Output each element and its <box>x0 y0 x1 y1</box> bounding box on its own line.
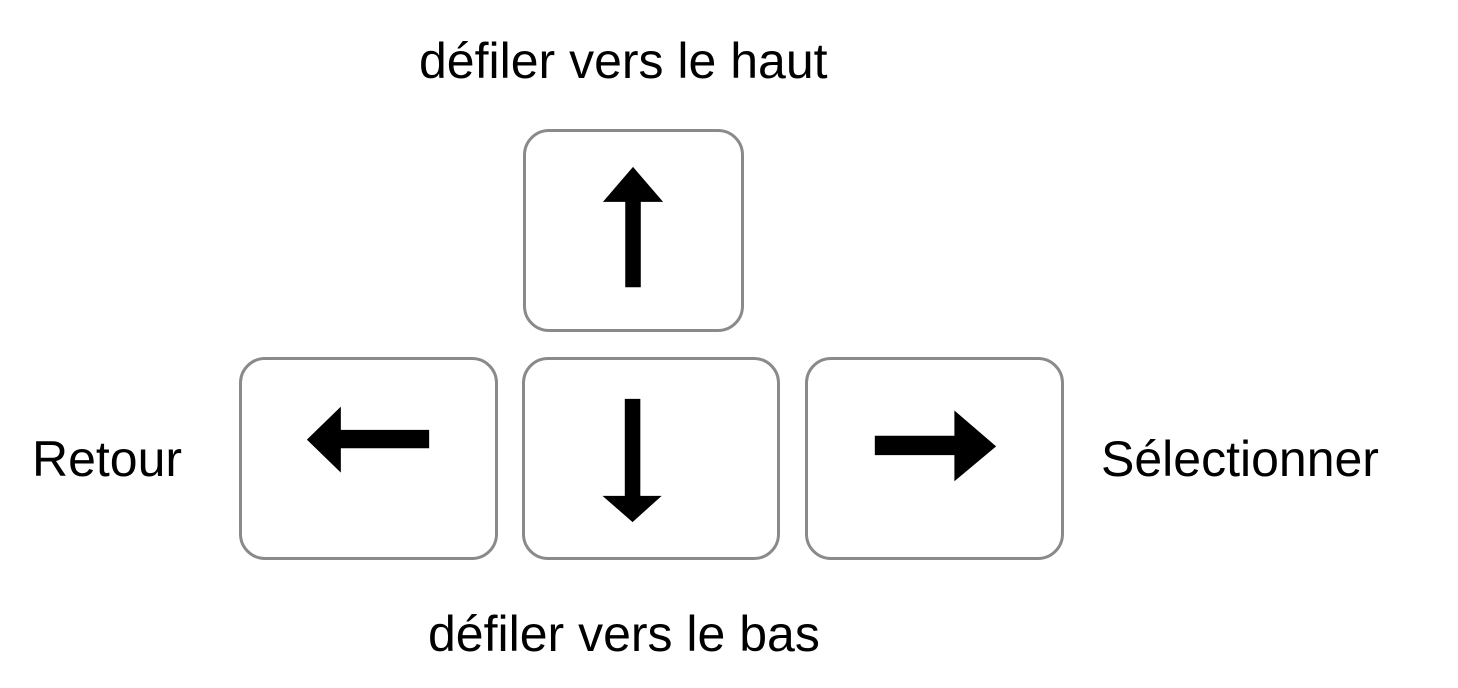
label-scroll-down: défiler vers le bas <box>428 606 820 662</box>
key-up[interactable] <box>523 129 744 332</box>
label-select: Sélectionner <box>1101 431 1379 487</box>
arrow-left-icon <box>306 406 430 473</box>
label-scroll-up: défiler vers le haut <box>419 33 828 89</box>
key-down[interactable] <box>522 357 780 560</box>
arrow-right-icon <box>874 410 997 482</box>
label-back: Retour <box>32 431 183 487</box>
key-right[interactable] <box>805 357 1064 560</box>
arrow-up-icon <box>602 166 664 288</box>
arrow-down-icon <box>602 398 662 523</box>
key-left[interactable] <box>239 357 498 560</box>
